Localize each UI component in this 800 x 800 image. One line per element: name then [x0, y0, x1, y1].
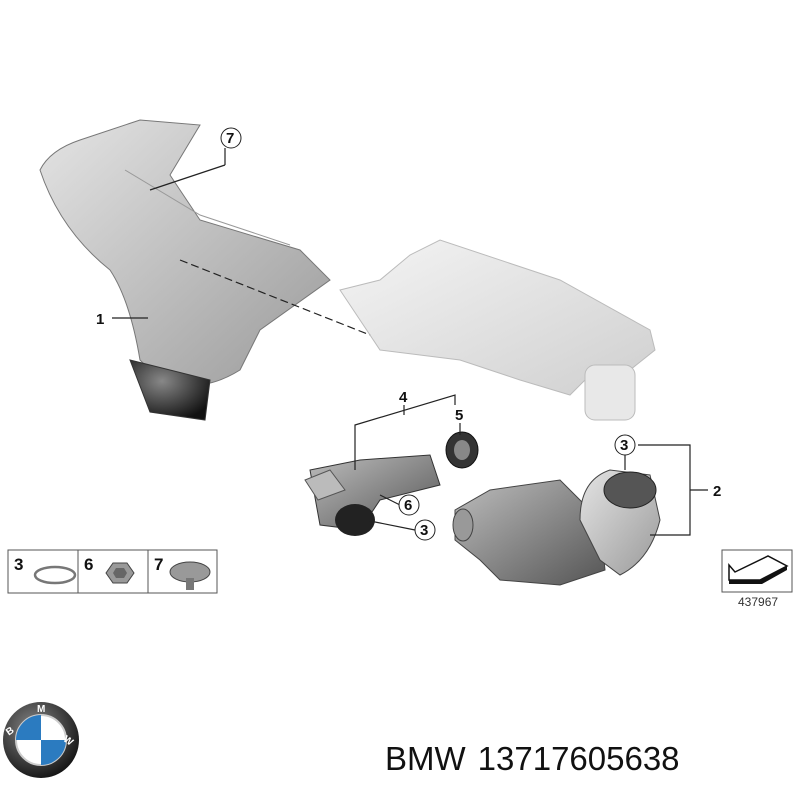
svg-text:M: M: [37, 704, 45, 715]
air-filter-housing: [339, 239, 656, 421]
legend-7: 7: [154, 555, 163, 574]
part-4-hose: [304, 454, 441, 536]
callout-3-lower: 3: [420, 522, 428, 539]
legend-3: 3: [14, 555, 23, 574]
part-2-resonator: [452, 469, 661, 586]
fastener-legend: 3 6 7: [7, 549, 218, 594]
part-number: 13717605638: [477, 740, 680, 777]
callout-7: 7: [226, 130, 234, 147]
hose-clamp-icon: [33, 565, 77, 585]
leader-lines: [112, 148, 708, 536]
callout-6: 6: [404, 497, 412, 514]
part-caption: BMW 13717605638: [385, 740, 692, 778]
reference-number: 437967: [738, 595, 778, 609]
callout-1: 1: [96, 311, 104, 328]
callout-2: 2: [713, 483, 721, 500]
view-direction-icon: 437967: [721, 549, 793, 609]
callout-3-upper: 3: [620, 437, 628, 454]
brand-name: BMW: [385, 740, 466, 777]
part-1-intake-duct: [39, 119, 331, 421]
callout-5: 5: [455, 407, 463, 424]
bmw-logo: B M W: [3, 702, 79, 778]
legend-6: 6: [84, 555, 93, 574]
callout-4: 4: [399, 389, 408, 406]
